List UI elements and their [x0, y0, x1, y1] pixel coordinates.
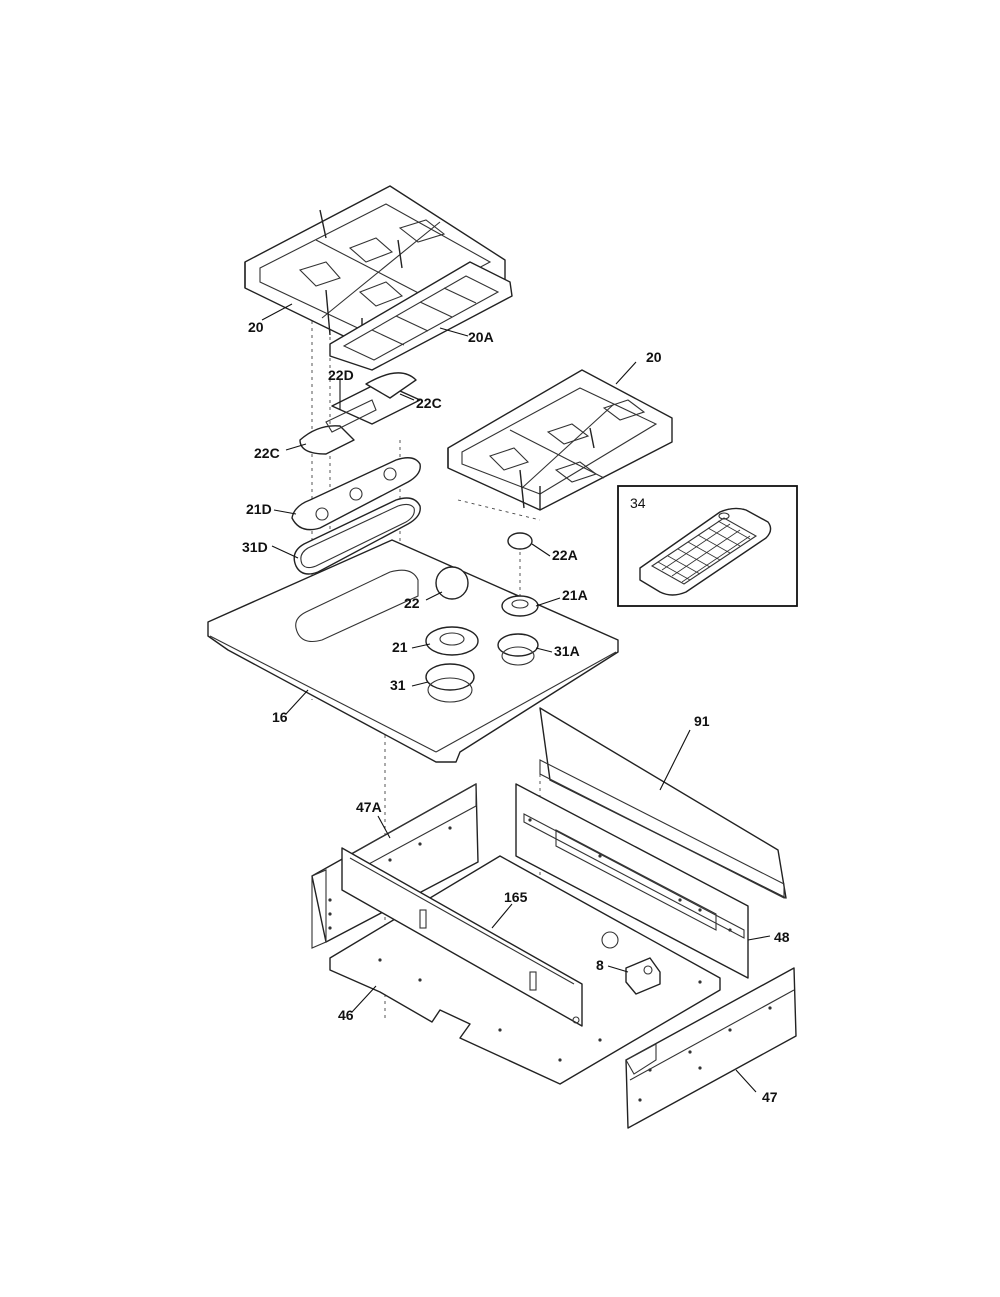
- griddle-box: [617, 485, 798, 607]
- label-rear-panel: 48: [774, 929, 790, 945]
- rivet-dots: [328, 818, 772, 1102]
- label-grate-center: 20A: [468, 329, 494, 345]
- label-back-panel: 91: [694, 713, 710, 729]
- label-ring-center: 31: [390, 677, 406, 693]
- label-griddle-box: 34: [630, 495, 646, 511]
- rear-panel: [515, 783, 749, 979]
- label-burner-center: 21: [392, 639, 408, 655]
- label-cover-left: 22C: [254, 445, 280, 461]
- valve: [625, 957, 661, 995]
- label-cap-center: 22: [404, 595, 420, 611]
- label-cap-small-right: 22A: [552, 547, 578, 563]
- label-grate-right: 20: [646, 349, 662, 365]
- ring-center: [425, 663, 475, 703]
- cooktop: [207, 539, 619, 763]
- gasket-long: [293, 497, 421, 575]
- label-grate-left: 20: [248, 319, 264, 335]
- cap-small-right: [507, 532, 533, 550]
- label-cover-right-top: 22C: [416, 395, 442, 411]
- leader-lines: [261, 303, 771, 1093]
- label-gasket-long: 31D: [242, 539, 268, 555]
- label-burner-right: 21A: [562, 587, 588, 603]
- burner-plate: [291, 457, 421, 531]
- back-panel: [539, 707, 787, 899]
- label-ring-right: 31A: [554, 643, 580, 659]
- ring-right: [497, 633, 539, 666]
- side-panel-right: [625, 967, 797, 1129]
- label-bottom-pan: 46: [338, 1007, 354, 1023]
- griddle-ridges: [657, 520, 751, 583]
- label-valve: 8: [596, 957, 604, 973]
- label-cooktop: 16: [272, 709, 288, 725]
- grate-center: [329, 261, 513, 371]
- callout-labels: 20 20A 20 22D 22C 22C 21D 31D 22A 22 21A…: [242, 319, 790, 1105]
- label-cross-brace: 165: [504, 889, 528, 905]
- label-burner-plate: 21D: [246, 501, 272, 517]
- burner-covers: [299, 372, 421, 455]
- cross-brace: [341, 847, 583, 1027]
- burner-center: [425, 626, 479, 656]
- burner-right: [501, 595, 539, 617]
- label-side-panel-right: 47: [762, 1089, 778, 1105]
- grate-right: [447, 369, 673, 511]
- label-cover-top: 22D: [328, 367, 354, 383]
- label-side-panel-left: 47A: [356, 799, 382, 815]
